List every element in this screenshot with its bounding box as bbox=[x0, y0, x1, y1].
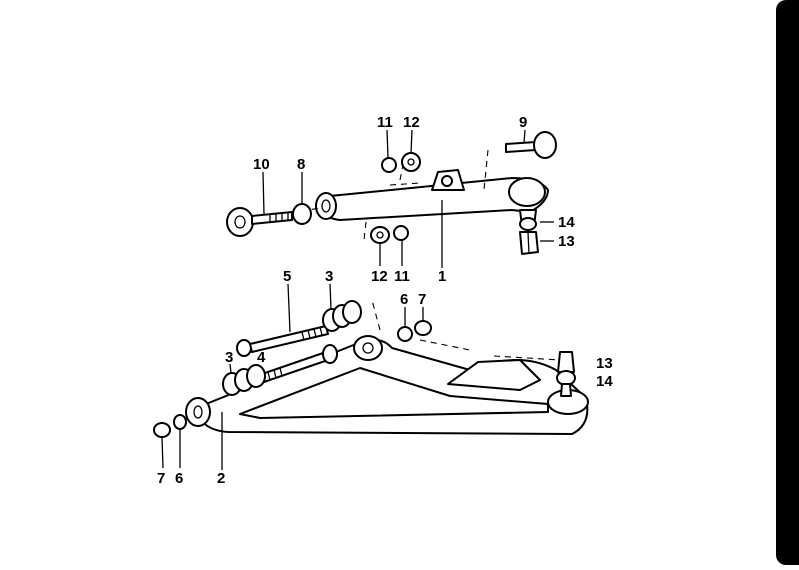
callout-2: 2 bbox=[217, 470, 225, 487]
callout-14-bot: 14 bbox=[596, 373, 613, 390]
callout-3-mid: 3 bbox=[225, 349, 233, 366]
callout-13-top: 13 bbox=[558, 233, 575, 250]
callout-1: 1 bbox=[438, 268, 446, 285]
part-12-washer-top bbox=[401, 152, 421, 172]
callout-13-bot: 13 bbox=[596, 355, 613, 372]
callout-7-top: 7 bbox=[418, 291, 426, 308]
callout-6-bot: 6 bbox=[175, 470, 183, 487]
callout-3-top: 3 bbox=[325, 268, 333, 285]
part-9-bolt bbox=[505, 131, 557, 159]
callout-6-top: 6 bbox=[400, 291, 408, 308]
part-11-nut-mid bbox=[393, 225, 409, 241]
part-3-bushing-top bbox=[322, 300, 362, 332]
part-5-long-bolt bbox=[236, 325, 329, 357]
leader-lines bbox=[161, 129, 554, 469]
part-13-nut-top bbox=[519, 231, 539, 255]
lower-control-arm bbox=[185, 335, 589, 470]
callout-4: 4 bbox=[257, 349, 266, 366]
part-3-bushing-mid bbox=[222, 364, 266, 396]
part-10-bolt bbox=[226, 207, 293, 237]
callouts: 11 12 9 10 8 14 13 12 11 1 5 3 6 7 3 4 1… bbox=[157, 114, 613, 487]
callout-11-mid: 11 bbox=[394, 268, 410, 285]
part-12-washer-mid bbox=[370, 226, 390, 244]
part-6-washer-bot bbox=[173, 414, 187, 430]
upper-control-arm bbox=[315, 169, 549, 268]
callout-7-bot: 7 bbox=[157, 470, 165, 487]
callout-10: 10 bbox=[253, 156, 270, 173]
callout-9: 9 bbox=[519, 114, 527, 131]
part-13-ball-stud bbox=[556, 351, 576, 397]
callout-8: 8 bbox=[297, 156, 305, 173]
callout-12-top: 12 bbox=[403, 114, 420, 131]
part-11-nut-top bbox=[381, 157, 397, 173]
part-14-boot-top bbox=[519, 217, 537, 231]
callout-14-top: 14 bbox=[558, 214, 575, 231]
part-7-nut-top bbox=[414, 320, 432, 336]
callout-5: 5 bbox=[283, 268, 291, 285]
callout-11-top: 11 bbox=[377, 114, 393, 131]
page-edge-bar bbox=[776, 0, 799, 565]
part-8-bushing bbox=[292, 203, 312, 225]
part-6-washer-top bbox=[397, 326, 413, 342]
part-7-nut-bot bbox=[153, 422, 171, 438]
callout-12-mid: 12 bbox=[371, 268, 388, 285]
